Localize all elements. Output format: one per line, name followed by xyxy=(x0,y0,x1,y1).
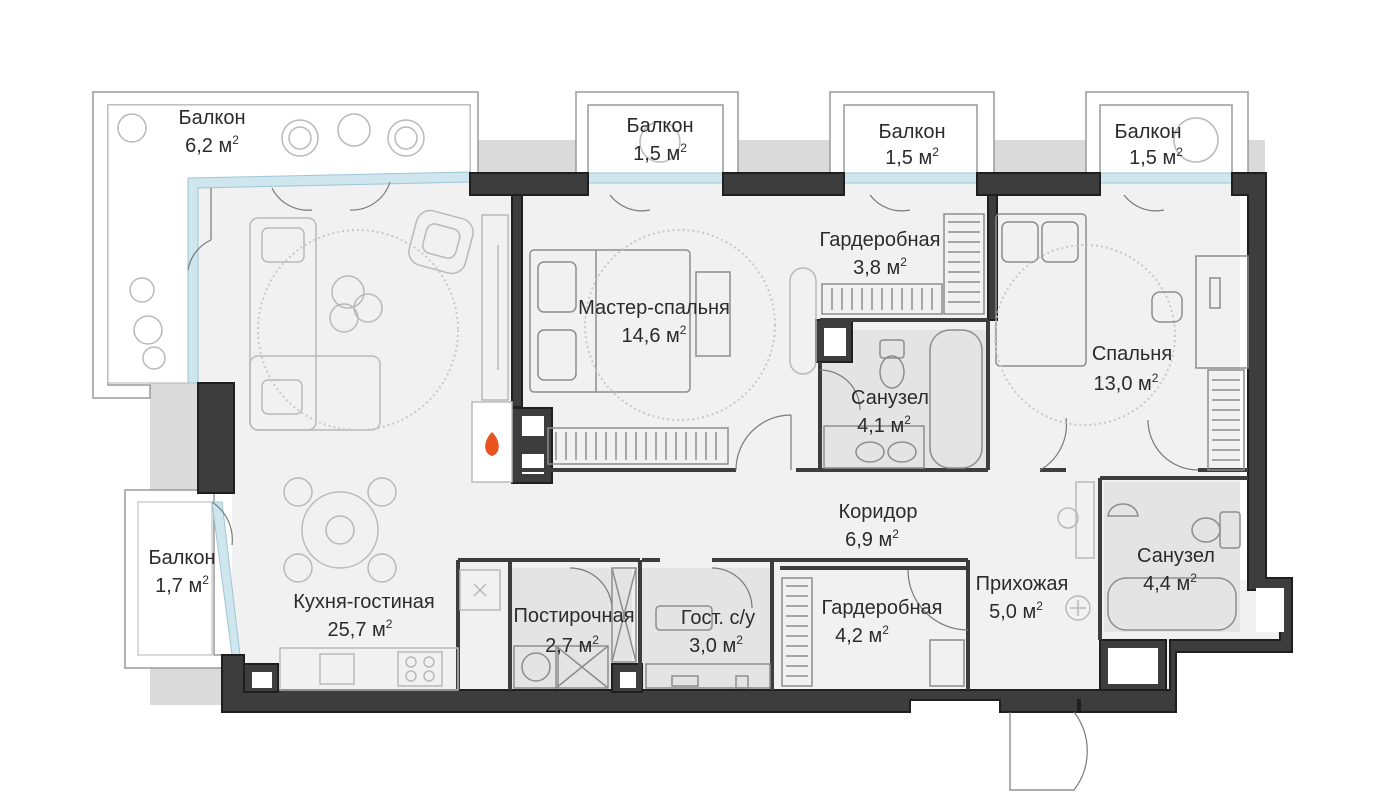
plant-icon xyxy=(117,113,1219,370)
armchair-icon xyxy=(408,209,474,275)
doors xyxy=(187,181,1199,791)
washing-machine-icon xyxy=(513,645,609,689)
label-bathroom-1-area: 4,1 м2 xyxy=(857,413,911,437)
label-balcony-1-area: 6,2 м2 xyxy=(185,133,239,157)
shafts xyxy=(252,328,1284,688)
partitions xyxy=(456,318,1248,690)
rug xyxy=(584,229,776,421)
bed-icon xyxy=(529,249,731,393)
sofa-icon xyxy=(249,217,381,431)
label-wardrobe-2-area: 4,2 м2 xyxy=(835,623,889,647)
label-balcony-1-name: Балкон xyxy=(178,107,245,129)
label-hall-name: Прихожая xyxy=(976,573,1069,595)
label-corridor-name: Коридор xyxy=(839,501,918,523)
label-balcony-3-area: 1,5 м2 xyxy=(885,145,939,169)
label-balcony-2-name: Балкон xyxy=(626,115,693,137)
label-balcony-4-name: Балкон xyxy=(1114,121,1181,143)
rug xyxy=(257,229,459,431)
plant-icon xyxy=(1057,481,1095,621)
label-master-bedroom-name: Мастер-спальня xyxy=(578,297,730,319)
rug xyxy=(994,244,1176,426)
sink-icon xyxy=(645,663,771,689)
label-wardrobe-master-area: 3,8 м2 xyxy=(853,255,907,279)
label-bathroom-2-name: Санузел xyxy=(1137,545,1215,567)
label-corridor-area: 6,9 м2 xyxy=(845,527,899,551)
desk-icon xyxy=(1151,255,1249,369)
label-balcony-4-area: 1,5 м2 xyxy=(1129,145,1183,169)
label-laundry-name: Постирочная xyxy=(513,605,634,627)
label-laundry-area: 2,7 м2 xyxy=(545,633,599,657)
wardrobe-icon xyxy=(547,213,1245,687)
sink-icon xyxy=(1107,503,1139,517)
label-bathroom-2-area: 4,4 м2 xyxy=(1143,571,1197,595)
bathtub-icon xyxy=(929,329,983,469)
label-bedroom-name: Спальня xyxy=(1092,343,1172,365)
label-kitchen-living-area: 25,7 м2 xyxy=(328,617,393,641)
label-guest-wc-name: Гост. с/у xyxy=(681,607,755,629)
toilet-icon xyxy=(1191,511,1241,549)
toilet-icon xyxy=(879,339,905,389)
mirror xyxy=(789,267,817,375)
label-balcony-5-name: Балкон xyxy=(148,547,215,569)
toilet-icon xyxy=(655,605,713,631)
label-wardrobe-master-name: Гардеробная xyxy=(820,229,941,251)
label-wardrobe-2-name: Гардеробная xyxy=(822,597,943,619)
sink-icon xyxy=(823,425,925,469)
bed-icon xyxy=(995,213,1087,367)
label-hall-area: 5,0 м2 xyxy=(989,599,1043,623)
room-labels: Балкон 6,2 м2 Балкон 1,5 м2 Балкон 1,5 м… xyxy=(148,107,1214,657)
label-bedroom-area: 13,0 м2 xyxy=(1094,371,1159,395)
label-guest-wc-area: 3,0 м2 xyxy=(689,633,743,657)
tv-unit xyxy=(481,214,509,401)
label-master-bedroom-area: 14,6 м2 xyxy=(622,323,687,347)
label-balcony-3-name: Балкон xyxy=(878,121,945,143)
label-balcony-5-area: 1,7 м2 xyxy=(155,573,209,597)
kitchen-counter xyxy=(279,569,501,691)
dining-table-icon xyxy=(283,477,397,583)
label-bathroom-1-name: Санузел xyxy=(851,387,929,409)
label-balcony-2-area: 1,5 м2 xyxy=(633,141,687,165)
label-kitchen-living-name: Кухня-гостиная xyxy=(293,591,435,613)
bathtub-icon xyxy=(1107,577,1237,631)
fireplace xyxy=(471,401,513,483)
fire-icon xyxy=(485,432,499,456)
